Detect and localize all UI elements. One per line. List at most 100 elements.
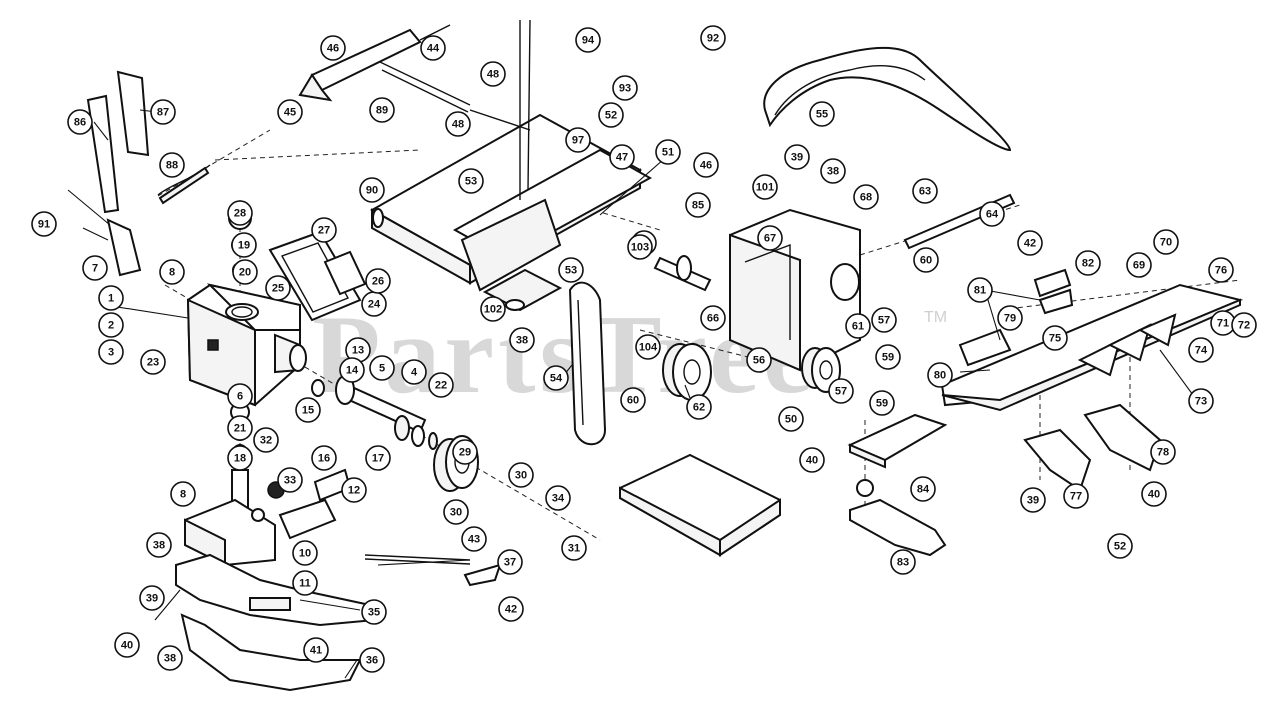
callout-number: 86 bbox=[74, 117, 86, 129]
callout-34: 34 bbox=[545, 485, 571, 511]
callout-10: 10 bbox=[292, 540, 318, 566]
callout-number: 94 bbox=[582, 35, 595, 47]
callout-35: 35 bbox=[361, 599, 387, 625]
skid-plates bbox=[175, 553, 377, 692]
callout-89: 89 bbox=[369, 97, 395, 123]
callout-59: 59 bbox=[875, 344, 901, 370]
callout-circle bbox=[1141, 481, 1167, 507]
callout-91: 91 bbox=[31, 211, 57, 237]
callout-circle bbox=[295, 397, 321, 423]
callout-circle bbox=[778, 406, 804, 432]
callout-number: 28 bbox=[234, 208, 246, 220]
sickle-bar bbox=[940, 283, 1244, 412]
callout-number: 33 bbox=[284, 475, 296, 487]
callout-circle bbox=[227, 415, 253, 441]
callout-circle bbox=[853, 184, 879, 210]
callout-circle bbox=[1063, 483, 1089, 509]
callout-number: 89 bbox=[376, 105, 388, 117]
callout-number: 91 bbox=[38, 219, 50, 231]
callout-number: 82 bbox=[1082, 258, 1094, 270]
callout-circle bbox=[1075, 250, 1101, 276]
callout-circle bbox=[845, 313, 871, 339]
callout-93: 93 bbox=[612, 75, 638, 101]
callout-circle bbox=[799, 447, 825, 473]
callout-52: 52 bbox=[598, 102, 624, 128]
control-rod bbox=[364, 554, 502, 587]
callout-92: 92 bbox=[700, 25, 726, 51]
callout-46: 46 bbox=[320, 35, 346, 61]
callout-circle bbox=[428, 372, 454, 398]
callout-circle bbox=[341, 477, 367, 503]
callout-circle bbox=[497, 549, 523, 575]
callout-39: 39 bbox=[139, 585, 165, 611]
callout-number: 102 bbox=[484, 304, 502, 316]
callout-54: 54 bbox=[543, 365, 569, 391]
callout-circle bbox=[365, 268, 391, 294]
callout-circle bbox=[292, 540, 318, 566]
callout-circle bbox=[461, 526, 487, 552]
callout-38: 38 bbox=[509, 327, 535, 353]
callout-74: 74 bbox=[1188, 337, 1214, 363]
callout-number: 81 bbox=[974, 285, 986, 297]
callout-number: 59 bbox=[882, 352, 894, 364]
callout-66: 66 bbox=[700, 305, 726, 331]
callout-52: 52 bbox=[1107, 533, 1133, 559]
callout-number: 75 bbox=[1049, 333, 1061, 345]
callout-42: 42 bbox=[1017, 230, 1043, 256]
callout-number: 90 bbox=[366, 185, 378, 197]
callout-20: 20 bbox=[232, 259, 258, 285]
callout-67: 67 bbox=[757, 225, 783, 251]
callout-circle bbox=[443, 499, 469, 525]
callout-number: 74 bbox=[1195, 345, 1208, 357]
callout-number: 11 bbox=[299, 578, 311, 590]
callout-circle bbox=[1042, 325, 1068, 351]
callout-number: 6 bbox=[237, 391, 243, 403]
callout-number: 63 bbox=[919, 186, 931, 198]
callout-circle bbox=[746, 347, 772, 373]
callout-38: 38 bbox=[820, 158, 846, 184]
callout-42: 42 bbox=[498, 596, 524, 622]
callout-circle bbox=[458, 168, 484, 194]
callout-78: 78 bbox=[1150, 439, 1176, 465]
callout-number: 40 bbox=[1148, 489, 1160, 501]
callout-104: 104 bbox=[635, 334, 661, 360]
callout-number: 8 bbox=[169, 267, 175, 279]
callout-16: 16 bbox=[311, 445, 337, 471]
callout-circle bbox=[98, 285, 124, 311]
sickle-guards bbox=[1023, 403, 1162, 492]
callout-number: 69 bbox=[1133, 260, 1145, 272]
callout-53: 53 bbox=[458, 168, 484, 194]
callout-circle bbox=[1188, 337, 1214, 363]
callout-circle bbox=[369, 355, 395, 381]
callout-27: 27 bbox=[311, 217, 337, 243]
callout-1: 1 bbox=[98, 285, 124, 311]
callout-circle bbox=[967, 277, 993, 303]
callout-number: 23 bbox=[147, 357, 159, 369]
callout-circle bbox=[359, 647, 385, 673]
callout-57: 57 bbox=[871, 307, 897, 333]
callout-number: 13 bbox=[352, 345, 364, 357]
callout-number: 62 bbox=[693, 402, 705, 414]
callout-number: 61 bbox=[852, 321, 864, 333]
callout-circle bbox=[1020, 487, 1046, 513]
callout-number: 103 bbox=[631, 242, 649, 254]
callout-number: 53 bbox=[465, 176, 477, 188]
callout-number: 87 bbox=[157, 107, 169, 119]
callout-number: 25 bbox=[272, 283, 284, 295]
callout-72: 72 bbox=[1231, 312, 1257, 338]
callout-70: 70 bbox=[1153, 229, 1179, 255]
callout-number: 14 bbox=[346, 365, 359, 377]
callout-circle bbox=[365, 445, 391, 471]
callout-circle bbox=[871, 307, 897, 333]
output-pulley bbox=[801, 347, 841, 393]
transmission-case bbox=[729, 208, 861, 372]
callout-number: 41 bbox=[310, 645, 322, 657]
callout-number: 47 bbox=[616, 152, 628, 164]
input-shaft bbox=[311, 375, 438, 450]
callout-2: 2 bbox=[98, 312, 124, 338]
jack-shaft bbox=[653, 255, 712, 292]
callout-53: 53 bbox=[558, 257, 584, 283]
callout-number: 80 bbox=[934, 370, 946, 382]
